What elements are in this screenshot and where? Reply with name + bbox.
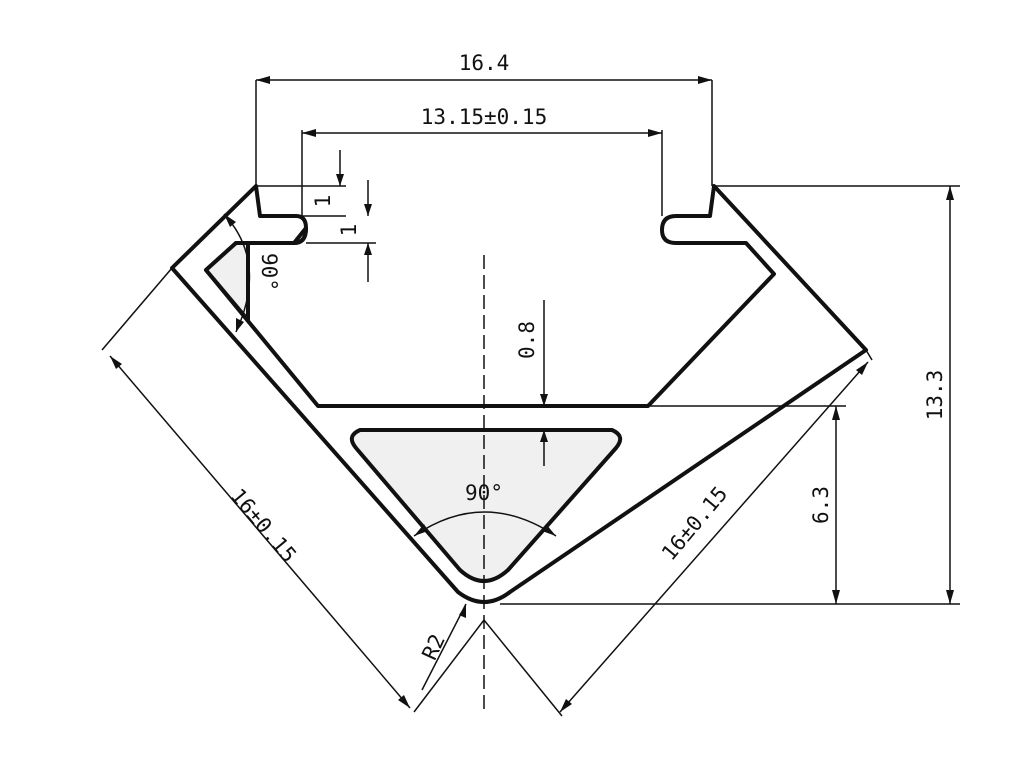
- dim-base-height: 6.3: [640, 405, 846, 604]
- dim-lip-depth: 1: [306, 180, 376, 282]
- dim-side-right-label: 16±0.15: [657, 482, 732, 565]
- lower-cavity: [349, 428, 623, 583]
- dim-lip-thickness: 1: [256, 150, 346, 217]
- dim-inner-width: 13.15±0.15: [301, 105, 663, 216]
- dim-corner-radius-label: R2: [417, 631, 449, 664]
- dim-side-left-label: 16±0.15: [226, 484, 301, 567]
- dim-inner-width-label: 13.15±0.15: [421, 105, 547, 129]
- dim-overall-width-label: 16.4: [459, 51, 510, 75]
- dim-overall-height-label: 13.3: [923, 370, 947, 421]
- dim-base-height-label: 6.3: [809, 486, 833, 524]
- dim-overall-height: 13.3: [500, 185, 960, 605]
- dim-wall-thickness-label: 0.8: [515, 321, 539, 359]
- dim-corner-radius: R2: [417, 603, 467, 691]
- dim-side-angle: 90°: [223, 213, 281, 333]
- dim-lip-thickness-label: 1: [311, 195, 335, 208]
- dim-wall-thickness: 0.8: [515, 300, 548, 466]
- dim-overall-width: 16.4: [255, 51, 713, 186]
- left-pocket: [204, 226, 308, 322]
- dim-side-angle-label: 90°: [257, 253, 281, 291]
- dim-corner-angle: 90°: [413, 481, 557, 537]
- dim-lip-depth-label: 1: [337, 224, 361, 237]
- dim-corner-angle-label: 90°: [465, 481, 503, 505]
